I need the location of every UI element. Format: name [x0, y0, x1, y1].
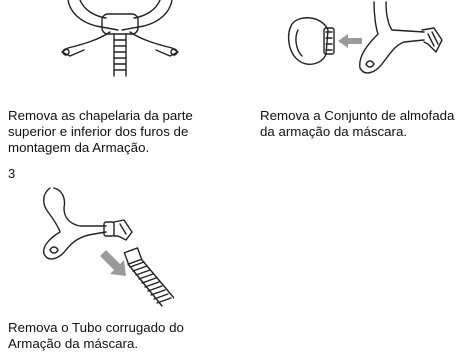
arrow-down-right-icon	[100, 250, 126, 276]
step-3-number: 3	[8, 166, 16, 181]
step-1-caption: Remova as chapelaria da parte superior e…	[8, 108, 193, 155]
arrow-left-icon	[338, 34, 362, 48]
step-3-illustration	[24, 178, 174, 308]
step-2-caption: Remova a Conjunto de almofada da armação…	[260, 108, 455, 139]
step-2-illustration	[282, 0, 452, 80]
step-1-illustration	[40, 0, 200, 78]
step-3-caption: Remova o Tubo corrugado do Armação da má…	[8, 320, 184, 351]
